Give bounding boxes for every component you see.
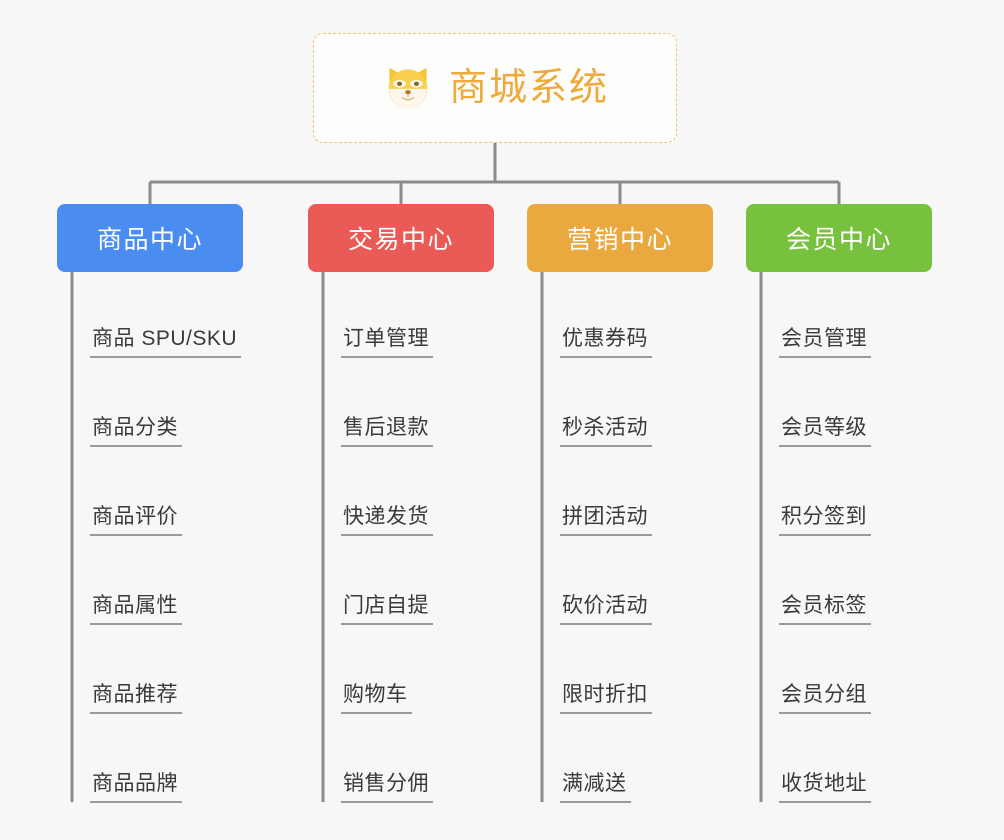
shiba-dog-face-icon [388, 67, 428, 109]
leaf-item[interactable]: 快递发货 [308, 450, 494, 539]
category-header-2[interactable]: 交易中心 [308, 204, 494, 272]
category-header-4[interactable]: 会员中心 [746, 204, 932, 272]
leaf-list: 订单管理售后退款快递发货门店自提购物车销售分佣 [308, 272, 494, 806]
root-node[interactable]: 商城系统 [313, 33, 677, 143]
leaf-item[interactable]: 限时折扣 [527, 628, 713, 717]
leaf-item[interactable]: 订单管理 [308, 272, 494, 361]
leaf-item[interactable]: 商品评价 [57, 450, 243, 539]
leaf-item[interactable]: 秒杀活动 [527, 361, 713, 450]
category-header-3[interactable]: 营销中心 [527, 204, 713, 272]
leaf-label: 收货地址 [779, 772, 871, 803]
leaf-item[interactable]: 会员标签 [746, 539, 932, 628]
leaf-list: 商品 SPU/SKU 商品分类商品评价商品属性商品推荐商品品牌 [57, 272, 243, 806]
leaf-item[interactable]: 门店自提 [308, 539, 494, 628]
leaf-item[interactable]: 售后退款 [308, 361, 494, 450]
leaf-label: 门店自提 [341, 594, 433, 625]
leaf-label: 销售分佣 [341, 772, 433, 803]
leaf-item[interactable]: 砍价活动 [527, 539, 713, 628]
leaf-label: 快递发货 [341, 505, 433, 536]
leaf-label: 商品分类 [90, 416, 182, 447]
leaf-item[interactable]: 商品 SPU/SKU [57, 272, 243, 361]
leaf-label: 限时折扣 [560, 683, 652, 714]
leaf-label: 商品评价 [90, 505, 182, 536]
leaf-list: 会员管理会员等级积分签到会员标签会员分组收货地址 [746, 272, 932, 806]
leaf-label: 会员等级 [779, 416, 871, 447]
leaf-label: 商品 SPU/SKU [90, 327, 242, 358]
leaf-label: 会员管理 [779, 327, 871, 358]
leaf-item[interactable]: 会员等级 [746, 361, 932, 450]
leaf-item[interactable]: 会员管理 [746, 272, 932, 361]
category-title: 交易中心 [347, 226, 454, 254]
leaf-label: 拼团活动 [560, 505, 652, 536]
leaf-list: 优惠券码秒杀活动拼团活动砍价活动限时折扣满减送 [527, 272, 713, 806]
leaf-label: 商品属性 [90, 594, 182, 625]
leaf-label: 购物车 [341, 683, 412, 714]
leaf-label: 积分签到 [779, 505, 871, 536]
leaf-label: 售后退款 [341, 416, 433, 447]
category-column: 会员中心会员管理会员等级积分签到会员标签会员分组收货地址 [746, 204, 932, 806]
category-title: 营销中心 [566, 226, 673, 254]
leaf-item[interactable]: 积分签到 [746, 450, 932, 539]
leaf-label: 砍价活动 [560, 594, 652, 625]
leaf-label: 满减送 [560, 772, 631, 803]
leaf-item[interactable]: 拼团活动 [527, 450, 713, 539]
category-column: 交易中心订单管理售后退款快递发货门店自提购物车销售分佣 [308, 204, 494, 806]
category-title: 商品中心 [96, 226, 203, 254]
category-header-1[interactable]: 商品中心 [57, 204, 243, 272]
root-title: 商城系统 [448, 67, 609, 109]
leaf-label: 商品推荐 [90, 683, 182, 714]
leaf-item[interactable]: 商品分类 [57, 361, 243, 450]
category-column: 商品中心商品 SPU/SKU 商品分类商品评价商品属性商品推荐商品品牌 [57, 204, 243, 806]
leaf-item[interactable]: 商品推荐 [57, 628, 243, 717]
leaf-item[interactable]: 商品属性 [57, 539, 243, 628]
leaf-item[interactable]: 销售分佣 [308, 717, 494, 806]
leaf-label: 订单管理 [341, 327, 433, 358]
leaf-item[interactable]: 优惠券码 [527, 272, 713, 361]
leaf-item[interactable]: 满减送 [527, 717, 713, 806]
leaf-label: 会员标签 [779, 594, 871, 625]
category-column: 营销中心优惠券码秒杀活动拼团活动砍价活动限时折扣满减送 [527, 204, 713, 806]
leaf-label: 优惠券码 [560, 327, 652, 358]
leaf-item[interactable]: 收货地址 [746, 717, 932, 806]
leaf-label: 商品品牌 [90, 772, 182, 803]
leaf-label: 秒杀活动 [560, 416, 652, 447]
category-title: 会员中心 [785, 226, 892, 254]
leaf-item[interactable]: 商品品牌 [57, 717, 243, 806]
leaf-item[interactable]: 购物车 [308, 628, 494, 717]
leaf-label: 会员分组 [779, 683, 871, 714]
leaf-item[interactable]: 会员分组 [746, 628, 932, 717]
